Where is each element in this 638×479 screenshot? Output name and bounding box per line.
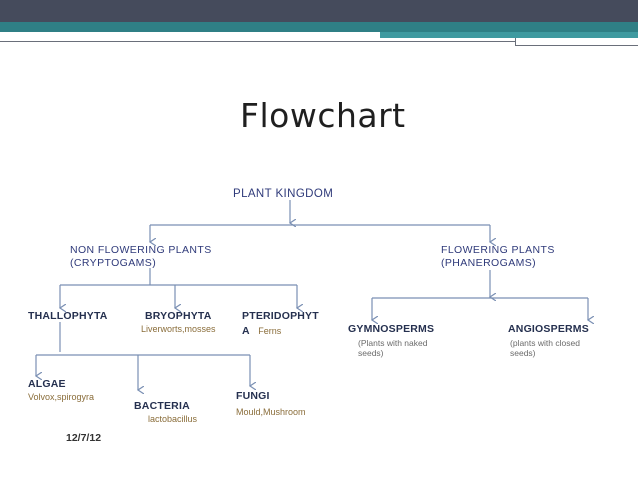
node-algae-title: ALGAE [28, 378, 66, 390]
node-bacteria-title: BACTERIA [134, 400, 190, 412]
node-angiosperms: ANGIOSPERMS (plants with closed seeds) [508, 323, 589, 358]
node-angiosperms-desc2: seeds) [510, 348, 536, 358]
node-thallophyta: THALLOPHYTA [28, 310, 108, 323]
node-fungi: FUNGI Mould,Mushroom [236, 390, 306, 418]
node-gymnosperms-desc1: (Plants with naked [358, 338, 428, 348]
node-fungi-examples: Mould,Mushroom [236, 407, 306, 417]
node-pteridophyta-title-line1: PTERIDOPHYT [242, 310, 319, 322]
node-pteridophyta-examples: Ferns [258, 326, 282, 336]
node-bryophyta-examples: Liverworts,mosses [141, 324, 216, 334]
header-bar-teal-accent [380, 32, 638, 38]
header-rule [0, 41, 515, 42]
node-fungi-title: FUNGI [236, 390, 270, 402]
node-plant-kingdom: PLANT KINGDOM [233, 188, 334, 200]
node-gymnosperms-title: GYMNOSPERMS [348, 323, 435, 335]
node-gymnosperms-desc2: seeds) [358, 348, 384, 358]
node-flowering-title: FLOWERING PLANTS [441, 244, 555, 256]
header-rule-corner [515, 38, 516, 45]
node-pteridophyta-line2: A Ferns [242, 323, 319, 338]
node-non-flowering-subtitle: (CRYPTOGAMS) [70, 257, 157, 269]
node-bacteria-examples: lactobacillus [148, 414, 198, 424]
header-bar-teal [0, 22, 638, 32]
node-angiosperms-title: ANGIOSPERMS [508, 323, 589, 335]
node-flowering: FLOWERING PLANTS (PHANEROGAMS) [441, 244, 555, 270]
node-bacteria: BACTERIA lactobacillus [134, 400, 197, 425]
node-pteridophyta-title-line2: A [242, 325, 250, 337]
node-thallophyta-title: THALLOPHYTA [28, 310, 108, 322]
node-bryophyta-title: BRYOPHYTA [145, 310, 212, 322]
slide-title: Flowchart [240, 96, 406, 135]
node-pteridophyta: PTERIDOPHYT A Ferns [242, 310, 319, 338]
slide-date: 12/7/12 [66, 432, 102, 444]
node-gymnosperms: GYMNOSPERMS (Plants with naked seeds) [348, 323, 434, 358]
node-algae-examples: Volvox,spirogyra [28, 392, 95, 402]
header-bar-dark [0, 0, 638, 22]
node-angiosperms-desc1: (plants with closed [510, 338, 580, 348]
node-bryophyta: BRYOPHYTA Liverworts,mosses [141, 310, 216, 335]
header-rule-right [515, 45, 638, 46]
node-non-flowering-title: NON FLOWERING PLANTS [70, 244, 212, 256]
node-flowering-subtitle: (PHANEROGAMS) [441, 257, 537, 269]
node-algae: ALGAE Volvox,spirogyra [28, 378, 94, 403]
node-non-flowering: NON FLOWERING PLANTS (CRYPTOGAMS) [70, 244, 212, 270]
